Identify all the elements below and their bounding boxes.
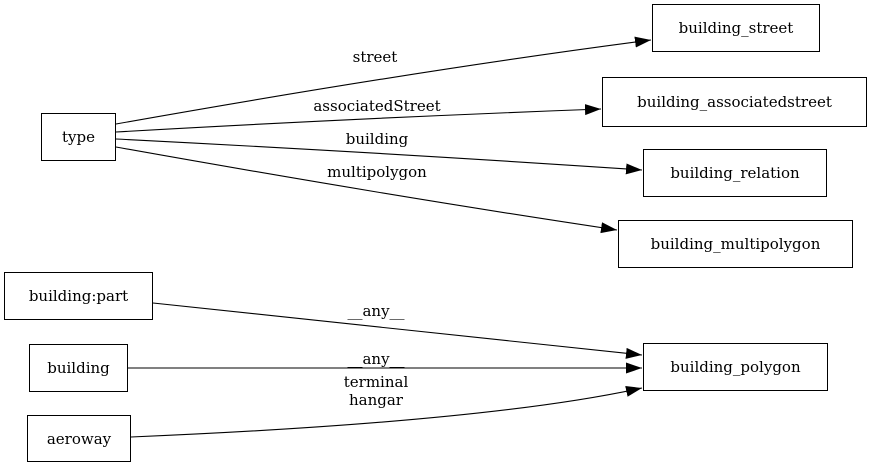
edge-type-building-multipolygon [115, 146, 618, 234]
edge-aeroway-building-polygon [130, 386, 643, 438]
edge-buildingpart-building-polygon [152, 302, 643, 359]
edge-label-any-2: __any__ [347, 350, 405, 368]
edge-label-terminal-hangar: terminal hangar [343, 373, 409, 409]
edge-type-building-relation [115, 138, 643, 175]
node-building-relation: building_relation [643, 149, 827, 197]
edge-type-building-street [115, 36, 652, 125]
node-building-associatedstreet: building_associatedstreet [602, 77, 867, 127]
edge-label-any-1: __any__ [347, 302, 405, 320]
node-building-multipolygon: building_multipolygon [618, 220, 853, 268]
edge-label-associatedstreet: associatedStreet [313, 97, 441, 115]
edge-type-building-associatedstreet [115, 104, 602, 133]
edge-label-building: building [345, 130, 409, 148]
node-building: building [29, 344, 128, 392]
node-building-street: building_street [652, 4, 820, 52]
node-building-part: building:part [4, 272, 153, 320]
edge-label-street: street [352, 48, 398, 66]
node-aeroway: aeroway [27, 415, 131, 462]
edge-label-multipolygon: multipolygon [327, 163, 427, 181]
node-building-polygon: building_polygon [643, 343, 828, 391]
node-type: type [41, 113, 116, 161]
